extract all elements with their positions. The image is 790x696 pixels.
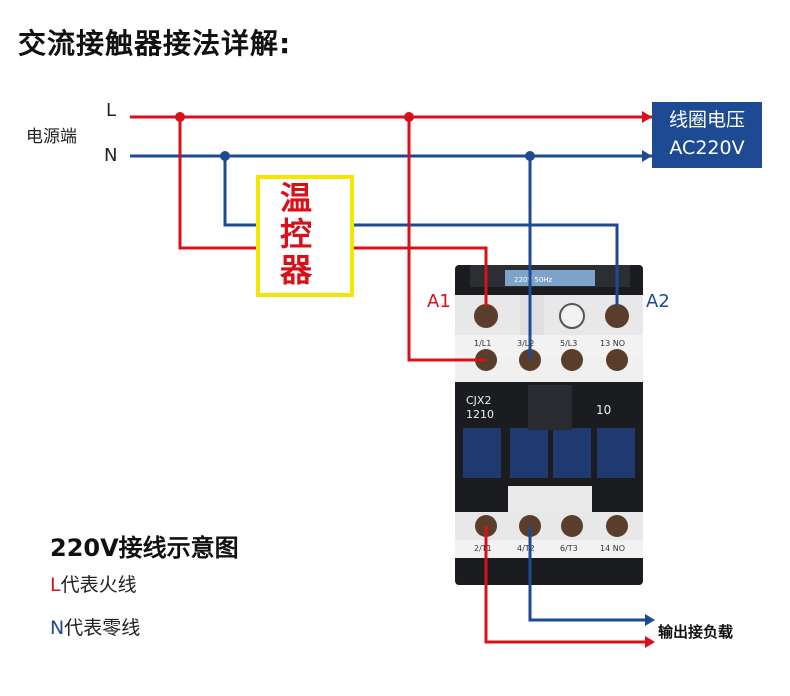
legend-live-letter: L [50,574,61,596]
screw-l3 [561,349,583,371]
a2-terminal-label: A2 [646,291,670,312]
terminal-label: 4/T2 [517,544,535,553]
terminal-label: 3/L2 [517,339,534,348]
screw-a2 [605,304,629,328]
contactor-body [455,265,643,585]
terminal-label: 1/L1 [474,339,491,348]
live-arrow [642,111,652,123]
thermostat-to-a1 [354,246,488,306]
terminal-label: 13 NO [600,339,625,348]
screw-mid [559,303,585,329]
coil-voltage-box: 线圈电压 AC220V [652,102,762,168]
coil-voltage-line1: 线圈电压 [668,109,745,131]
model-line2: 1210 [466,408,494,421]
terminal-label: 14 NO [600,544,625,553]
terminal-label: 2/T1 [474,544,492,553]
coil-voltage-line2: AC220V [669,137,745,159]
screw-14no [606,515,628,537]
live-line-letter: L [106,100,117,121]
live-to-thermostat [178,117,256,250]
thermostat-box [256,175,354,297]
legend-title: 220V接线示意图 [50,534,239,562]
output-neutral-arrow [645,614,655,626]
legend-live: L代表火线 [50,570,137,597]
output-neutral-line [528,526,645,622]
legend-live-text: 代表火线 [60,574,137,596]
screw-13no [606,349,628,371]
thermostat-char: 控 [279,215,312,253]
neutral-line-letter: N [104,145,118,166]
contact-type: 10 [596,403,611,417]
terminal-label: 5/L3 [560,339,577,348]
output-live-line [484,526,645,644]
screw-a1 [474,304,498,328]
blue-panel-left [463,428,501,478]
nameplate [505,270,595,286]
top-screws [474,303,629,371]
page-title: 交流接触器接法详解: [18,27,292,60]
junction-dot [404,112,414,122]
screw-t3 [561,515,583,537]
thermostat-label: 温控器 [276,180,316,288]
legend-neutral-text: 代表零线 [64,617,141,639]
model-line1: CJX2 [466,394,491,407]
blue-panel-right [597,428,635,478]
thermostat-to-a2 [354,223,619,306]
legend-neutral-letter: N [50,617,65,639]
nameplate-text: 220V 50Hz [514,276,553,284]
output-load-label: 输出接负载 [658,623,734,641]
junction-dot [525,151,535,161]
power-source-label: 电源端 [26,127,77,147]
junction-dot [175,112,185,122]
live-to-l1 [407,117,486,362]
thermostat-char: 器 [279,251,312,289]
thermostat-char: 温 [279,179,312,217]
neutral-to-thermostat [223,156,256,227]
junction-dot [220,151,230,161]
output-live-arrow [645,636,655,648]
legend-neutral: N代表零线 [50,613,140,640]
terminal-label: 6/T3 [560,544,578,553]
a1-terminal-label: A1 [427,291,451,312]
neutral-arrow [642,150,652,162]
